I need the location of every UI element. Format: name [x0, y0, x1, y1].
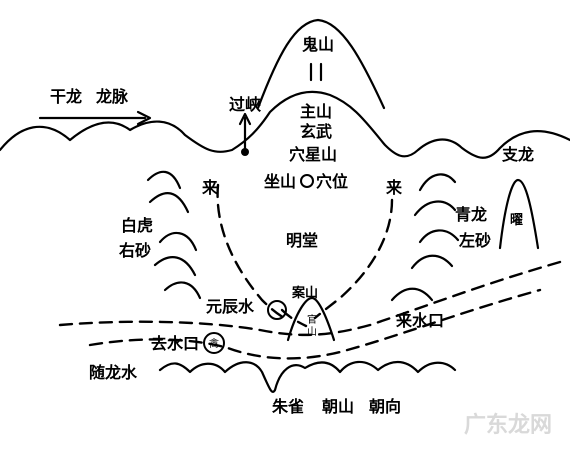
label-guo-xia: 过峡: [229, 95, 261, 114]
label-lai-right: 来: [385, 178, 403, 197]
left-hill-5: [163, 281, 202, 300]
label-xue-xing-shan: 穴星山: [289, 145, 337, 164]
water-line-lower: [88, 288, 542, 360]
left-hill-3: [158, 232, 198, 252]
left-hill-4: [153, 256, 197, 277]
right-hill-2: [413, 200, 457, 217]
xue-wei-circle: [300, 174, 314, 188]
gan-long-arrowhead: [136, 110, 152, 126]
qin-circle: [203, 332, 225, 354]
right-hill-3: [418, 229, 460, 244]
label-zuo-shan: 坐山: [264, 172, 296, 191]
yao-peak: [498, 178, 540, 250]
yuan-chen-dash: [280, 308, 308, 328]
label-you-sha: 右砂: [119, 241, 151, 260]
label-qing-long: 青龙: [455, 205, 487, 224]
label-zhu-que: 朱雀: [272, 397, 304, 416]
left-hill-1: [146, 170, 182, 190]
label-xue-wei: 穴位: [316, 172, 348, 191]
label-qu-shui-kou: 去水口: [151, 334, 199, 353]
label-chao-xiang: 朝向: [369, 397, 401, 416]
label-ming-tang: 明堂: [286, 231, 318, 250]
label-sui-long-shui: 随龙水: [89, 363, 138, 382]
yuan-chen-circle: [267, 300, 287, 320]
left-inflow-dash: [216, 183, 290, 322]
label-zuo-sha: 左砂: [458, 231, 491, 250]
label-guan-shan-1: 官: [307, 313, 317, 326]
left-hill-2: [148, 192, 190, 214]
label-qin: 禽: [209, 337, 219, 350]
label-xuan-wu: 玄武: [300, 122, 332, 141]
guo-xia-arrowhead: [238, 112, 252, 126]
right-hill-1: [418, 173, 457, 192]
an-shan-peak: [286, 296, 336, 342]
water-line-upper: [58, 260, 562, 337]
label-an-shan: 案山: [291, 285, 318, 301]
label-lai-left: 来: [201, 178, 219, 197]
label-gui-shan: 鬼山: [302, 35, 334, 54]
right-hill-4: [410, 254, 454, 270]
label-yao: 曜: [510, 213, 523, 228]
label-lai-shui-kou: 来水口: [395, 311, 444, 330]
right-hill-5: [390, 287, 434, 302]
label-guan-shan-2: 山: [307, 326, 317, 338]
label-long-mai: 龙脉: [95, 87, 129, 106]
label-chao-shan: 朝山: [322, 397, 354, 416]
label-zhu-shan: 主山: [300, 102, 332, 121]
gui-shan-peak: [256, 18, 386, 110]
guo-xia-dot: [241, 148, 249, 156]
right-inflow-dash: [313, 198, 394, 320]
label-zhi-long: 支龙: [501, 145, 534, 164]
label-gan-long: 干龙: [50, 87, 82, 106]
bottom-hills: [158, 360, 457, 393]
label-bai-hu: 白虎: [121, 216, 153, 235]
watermark: 广东龙网: [464, 412, 552, 438]
main-ridge: [0, 90, 570, 159]
label-yuan-chen-shui: 元辰水: [206, 297, 255, 316]
